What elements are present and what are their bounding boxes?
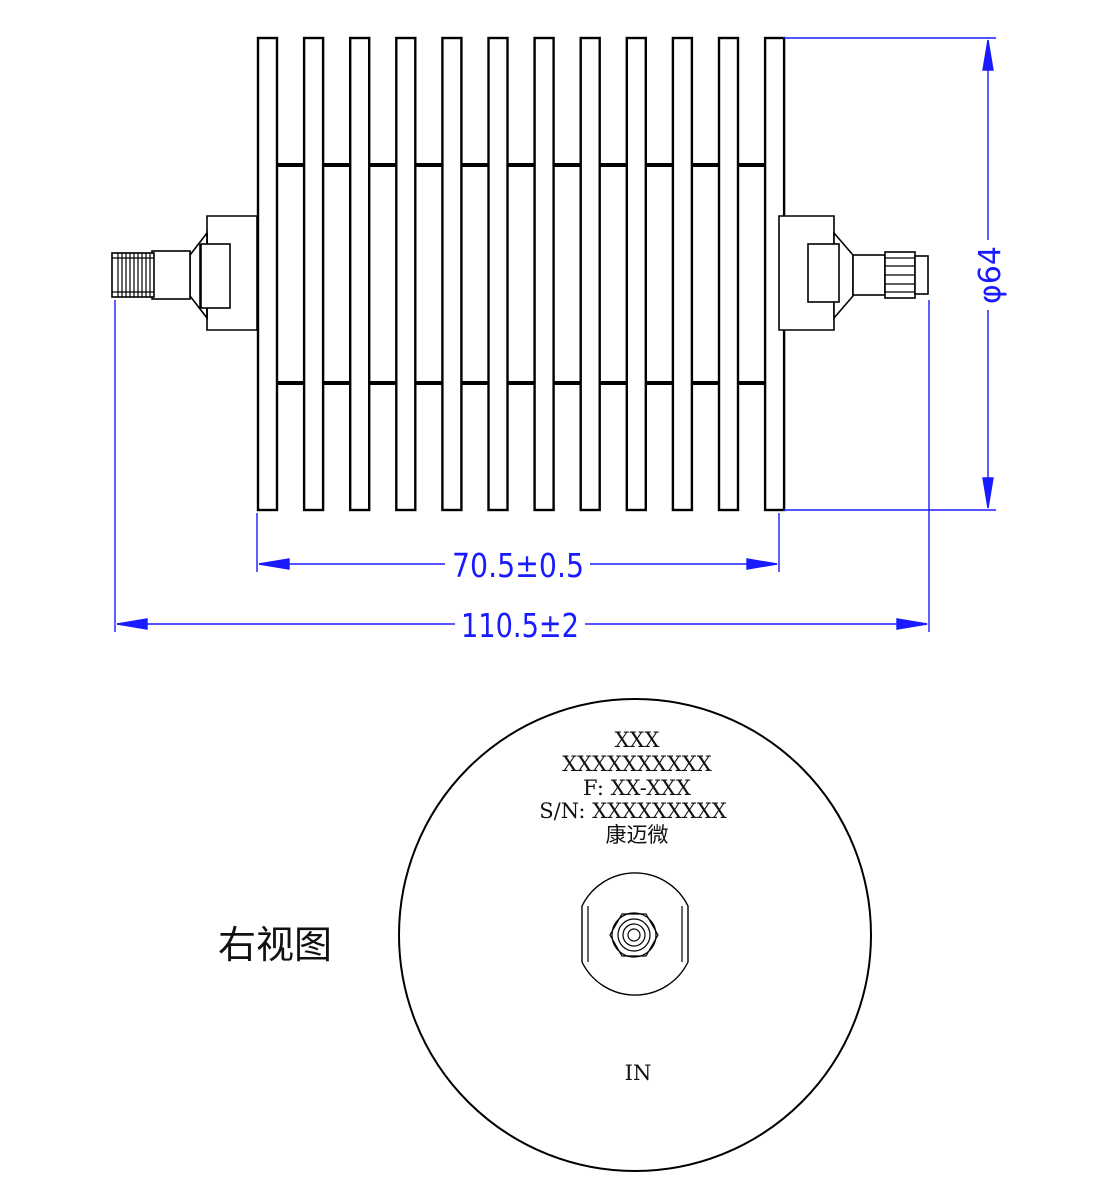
right-view — [398, 698, 872, 1172]
hex-nut — [609, 913, 659, 957]
marking-line-5: 康迈微 — [606, 823, 669, 847]
heatsink-fin — [349, 36, 371, 512]
heatsink-fin — [256, 36, 279, 512]
right-view-title: 右视图 — [218, 923, 332, 967]
heatsink-fin — [302, 36, 325, 512]
marking-line-2: XXXXXXXXXX — [562, 752, 712, 776]
body-outline-circle — [398, 698, 872, 1172]
heatsink-fin — [441, 36, 463, 512]
marking-label: XXX XXXXXXXXXX F: XX-XXX S/N: XXXXXXXXX … — [539, 728, 726, 847]
total-length-dimension: 110.5±2 — [461, 606, 579, 645]
marking-line-4: S/N: XXXXXXXXX — [539, 799, 726, 823]
body-length-dimension: 70.5±0.5 — [452, 546, 584, 585]
heatsink-fin — [487, 36, 509, 512]
heatsink-fin — [717, 36, 740, 512]
diameter-dimension: φ64 — [973, 246, 1008, 304]
heatsink-fin — [671, 36, 694, 512]
heatsink-fin — [625, 36, 647, 512]
front-view — [111, 36, 929, 512]
heatsink-fin — [579, 36, 601, 512]
right-hex-lines — [885, 257, 915, 293]
marking-line-3: F: XX-XXX — [583, 776, 691, 800]
dimensions — [114, 37, 996, 632]
connector-flange — [581, 872, 689, 996]
heatsink-fins — [256, 36, 786, 512]
left-connector — [111, 215, 258, 331]
port-label: IN — [625, 1061, 652, 1085]
heatsink-fin — [533, 36, 555, 512]
right-connector — [778, 215, 929, 331]
left-thread — [112, 253, 154, 297]
core-bars — [257, 163, 779, 385]
marking-line-1: XXX — [615, 728, 660, 752]
heatsink-fin — [395, 36, 417, 512]
